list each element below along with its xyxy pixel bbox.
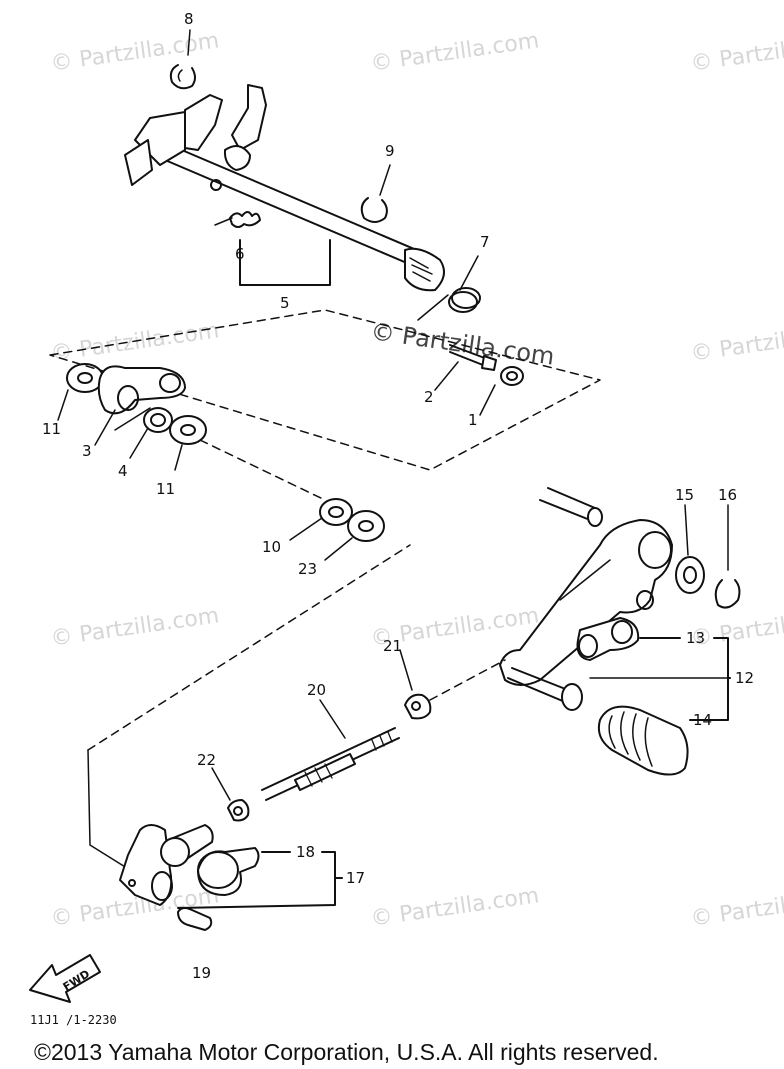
shift-pedal-assembly (499, 487, 741, 776)
copyright-notice: ©2013 Yamaha Motor Corporation, U.S.A. A… (34, 1039, 659, 1065)
callout-17: 17 (346, 869, 366, 887)
callout-13: 13 (686, 629, 706, 647)
callout-15: 15 (675, 486, 695, 504)
callout-4: 4 (118, 462, 128, 480)
callout-11-bottom: 11 (156, 480, 176, 498)
shift-lever-assembly (29, 824, 343, 1003)
callout-3: 3 (82, 442, 92, 460)
callout-12: 12 (735, 669, 755, 687)
tie-rod-assembly (211, 649, 432, 822)
shift-arm-group (57, 363, 207, 471)
callout-7: 7 (480, 233, 490, 251)
callout-22: 22 (197, 751, 217, 769)
callout-9: 9 (385, 142, 395, 160)
callout-1: 1 (468, 411, 478, 429)
callout-19: 19 (192, 964, 212, 982)
callout-11-top: 11 (42, 420, 62, 438)
callout-18: 18 (296, 843, 316, 861)
callout-23: 23 (298, 560, 318, 578)
shift-shaft-assembly (124, 29, 524, 416)
callout-5: 5 (280, 294, 290, 312)
callout-8: 8 (184, 10, 194, 28)
washers-10-23 (289, 498, 385, 561)
callout-6: 6 (235, 245, 245, 263)
callout-21: 21 (383, 637, 403, 655)
callout-20: 20 (307, 681, 327, 699)
drawing-code: 11J1 /1-2230 (30, 1013, 117, 1027)
callout-16: 16 (718, 486, 738, 504)
callout-14: 14 (693, 711, 713, 729)
callout-2: 2 (424, 388, 434, 406)
callout-10: 10 (262, 538, 282, 556)
